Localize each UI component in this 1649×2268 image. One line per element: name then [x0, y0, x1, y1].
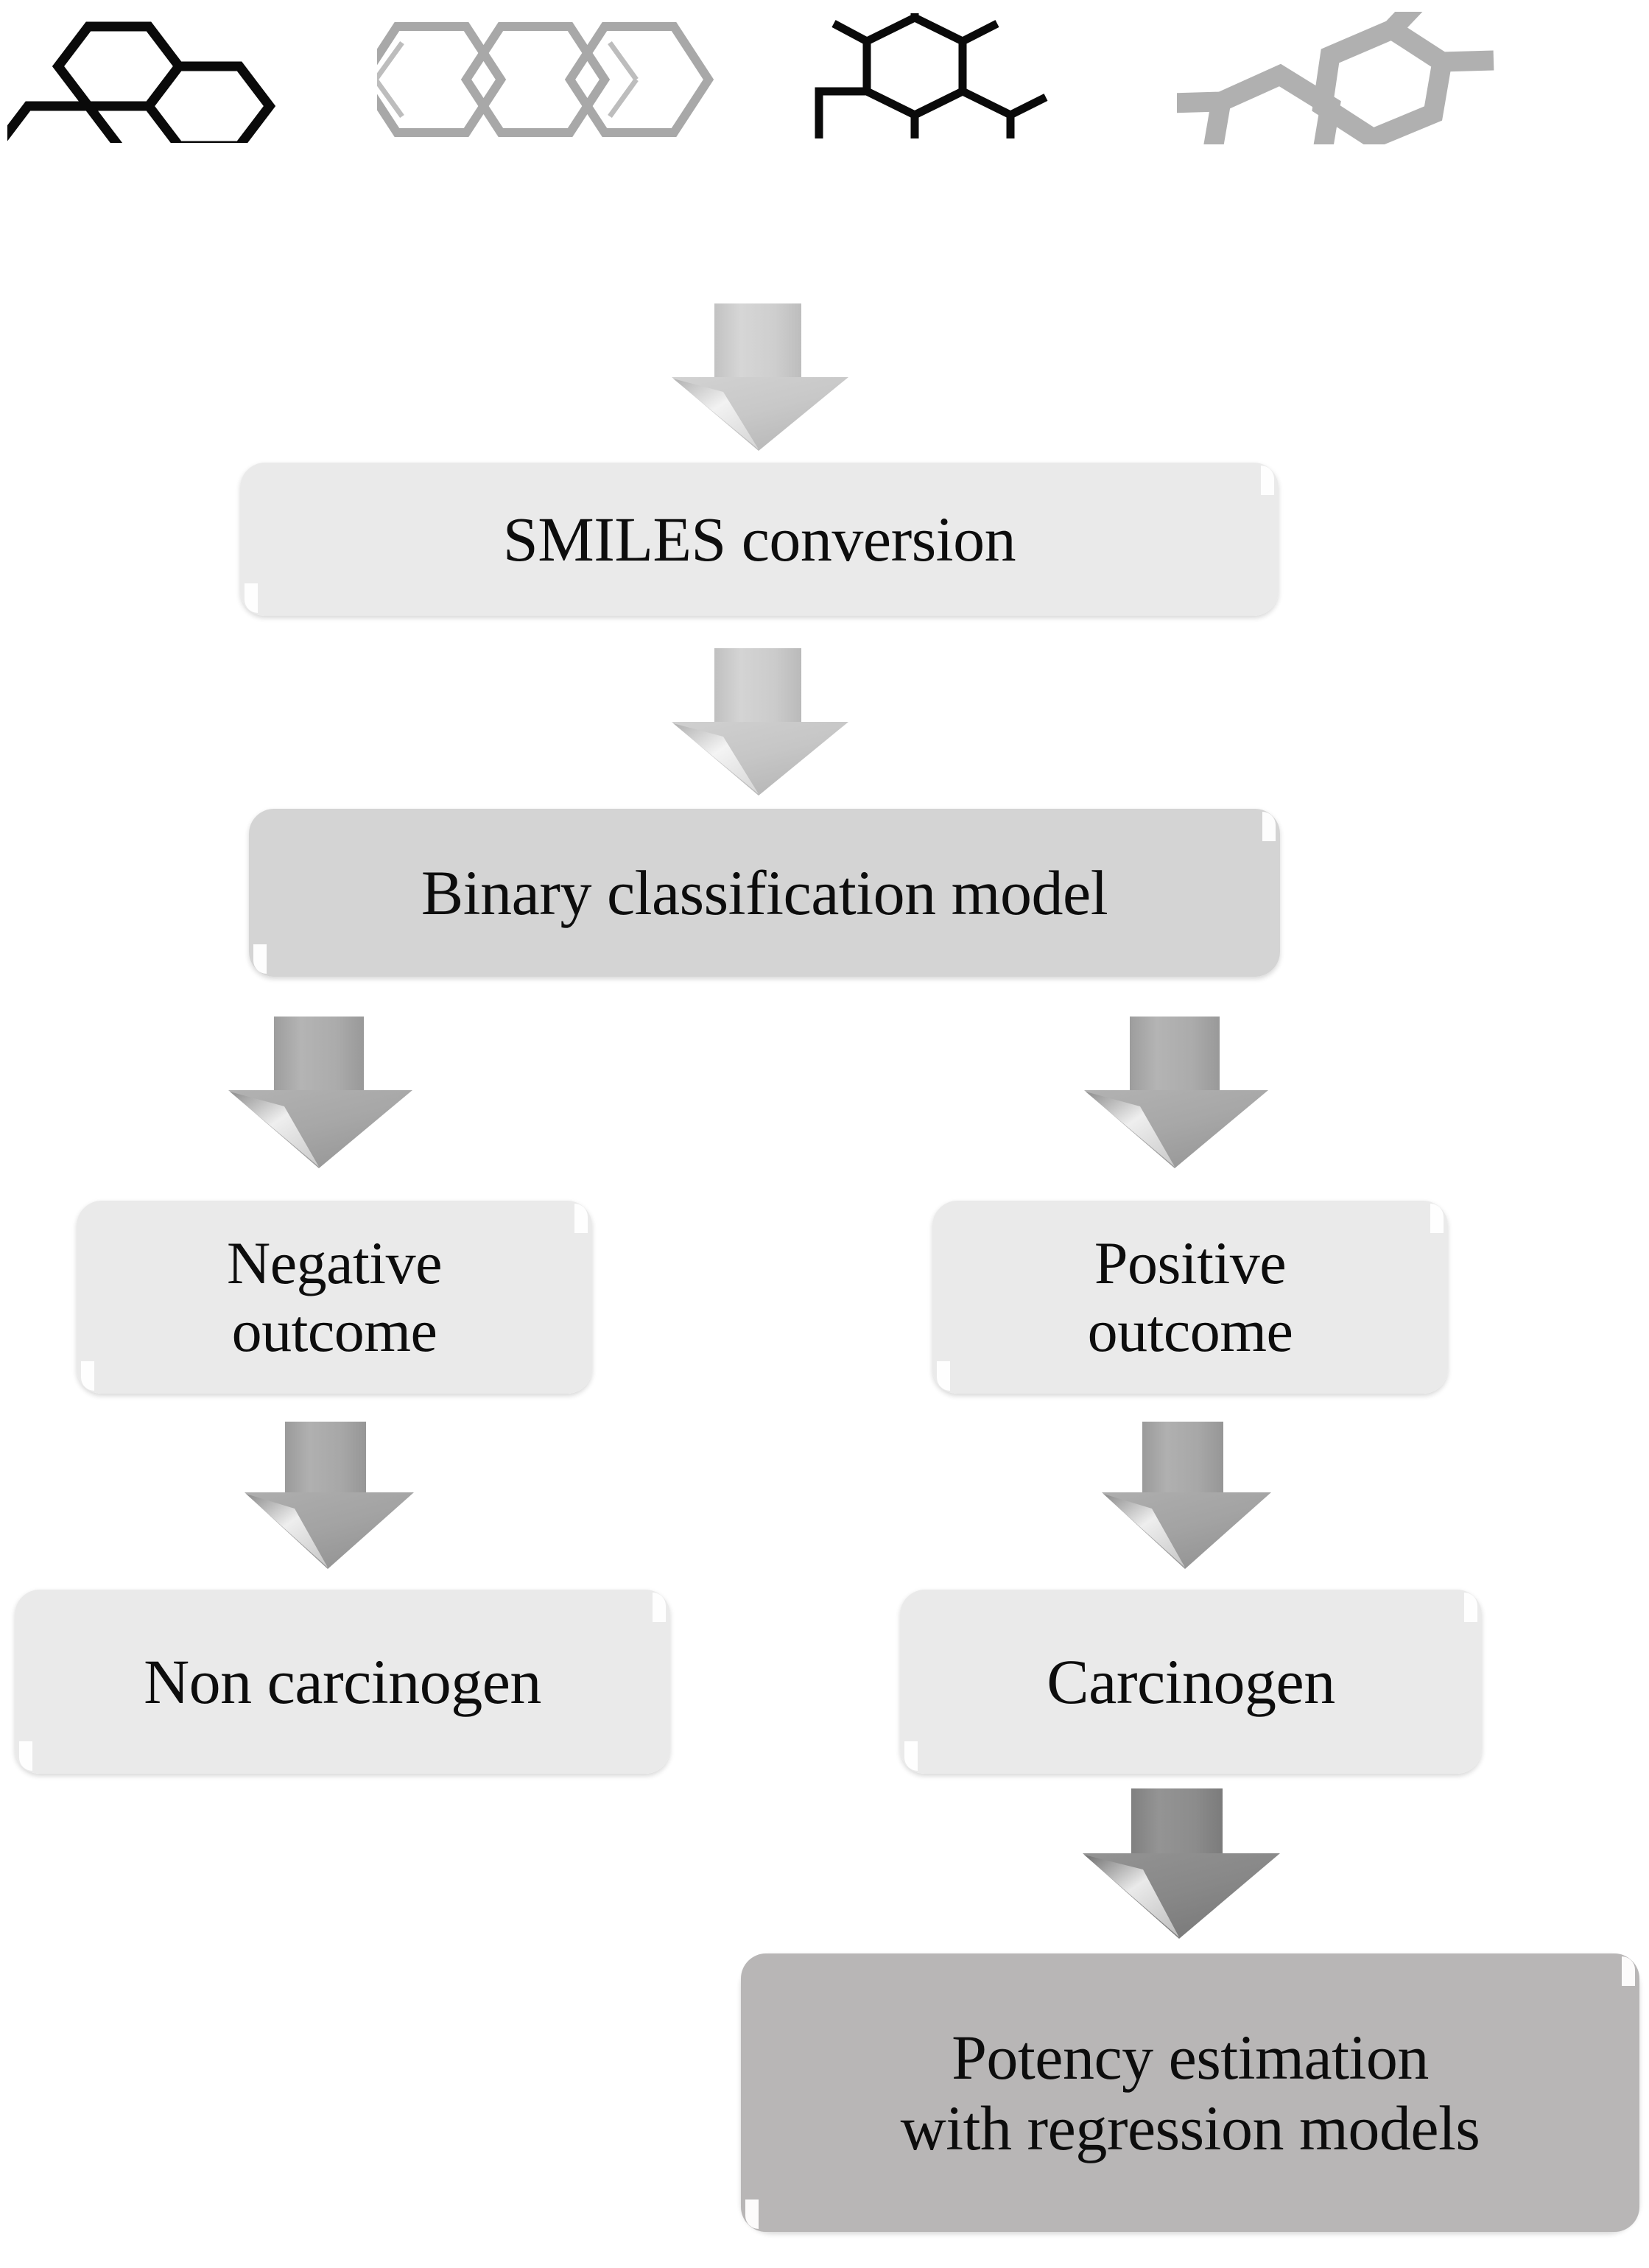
corner-highlight-top-right [1430, 1204, 1444, 1233]
node-binary-classification-model[interactable]: Binary classification model [249, 809, 1280, 977]
arrow-molecules-to-smiles [672, 303, 848, 451]
arrow-negative-to-non-carcinogen [245, 1422, 414, 1569]
node-label-binary-classification-model: Binary classification model [421, 857, 1108, 928]
node-carcinogen[interactable]: Carcinogen [900, 1590, 1482, 1774]
corner-highlight-top-right [653, 1593, 666, 1622]
node-negative-outcome[interactable]: Negative outcome [77, 1201, 592, 1394]
molecule-4-structure [1169, 0, 1501, 205]
corner-highlight-bottom-left [245, 583, 258, 613]
corner-highlight-top-right [1622, 1956, 1635, 1986]
molecule-2-structure [356, 16, 716, 149]
node-label-smiles-conversion: SMILES conversion [502, 503, 1016, 575]
corner-highlight-top-right [574, 1204, 588, 1233]
node-label-carcinogen: Carcinogen [1047, 1646, 1335, 1717]
corner-highlight-top-right [1464, 1593, 1477, 1622]
node-positive-outcome[interactable]: Positive outcome [932, 1201, 1448, 1394]
corner-highlight-bottom-left [19, 1741, 32, 1771]
corner-highlight-top-right [1262, 812, 1276, 841]
corner-highlight-bottom-left [81, 1361, 94, 1391]
node-smiles-conversion[interactable]: SMILES conversion [240, 463, 1279, 616]
arrow-model-to-positive [1084, 1017, 1268, 1168]
corner-highlight-bottom-left [937, 1361, 950, 1391]
arrow-carcinogen-to-potency [1083, 1788, 1280, 1939]
molecule-3-structure [784, 0, 1084, 194]
corner-highlight-top-right [1261, 466, 1274, 495]
arrow-smiles-to-model [672, 648, 848, 796]
node-label-positive-outcome: Positive outcome [1087, 1229, 1293, 1364]
node-label-potency-estimation: Potency estimation with regression model… [900, 2021, 1480, 2163]
corner-highlight-bottom-left [253, 944, 267, 974]
node-label-non-carcinogen: Non carcinogen [144, 1646, 541, 1717]
molecule-1-structure [0, 10, 287, 191]
molecule-strip [0, 0, 1649, 295]
arrow-model-to-negative [228, 1017, 412, 1168]
arrow-positive-to-carcinogen [1102, 1422, 1271, 1569]
node-potency-estimation[interactable]: Potency estimation with regression model… [741, 1953, 1639, 2232]
corner-highlight-bottom-left [904, 1741, 918, 1771]
corner-highlight-bottom-left [745, 2199, 759, 2229]
node-label-negative-outcome: Negative outcome [227, 1229, 442, 1364]
node-non-carcinogen[interactable]: Non carcinogen [15, 1590, 670, 1774]
